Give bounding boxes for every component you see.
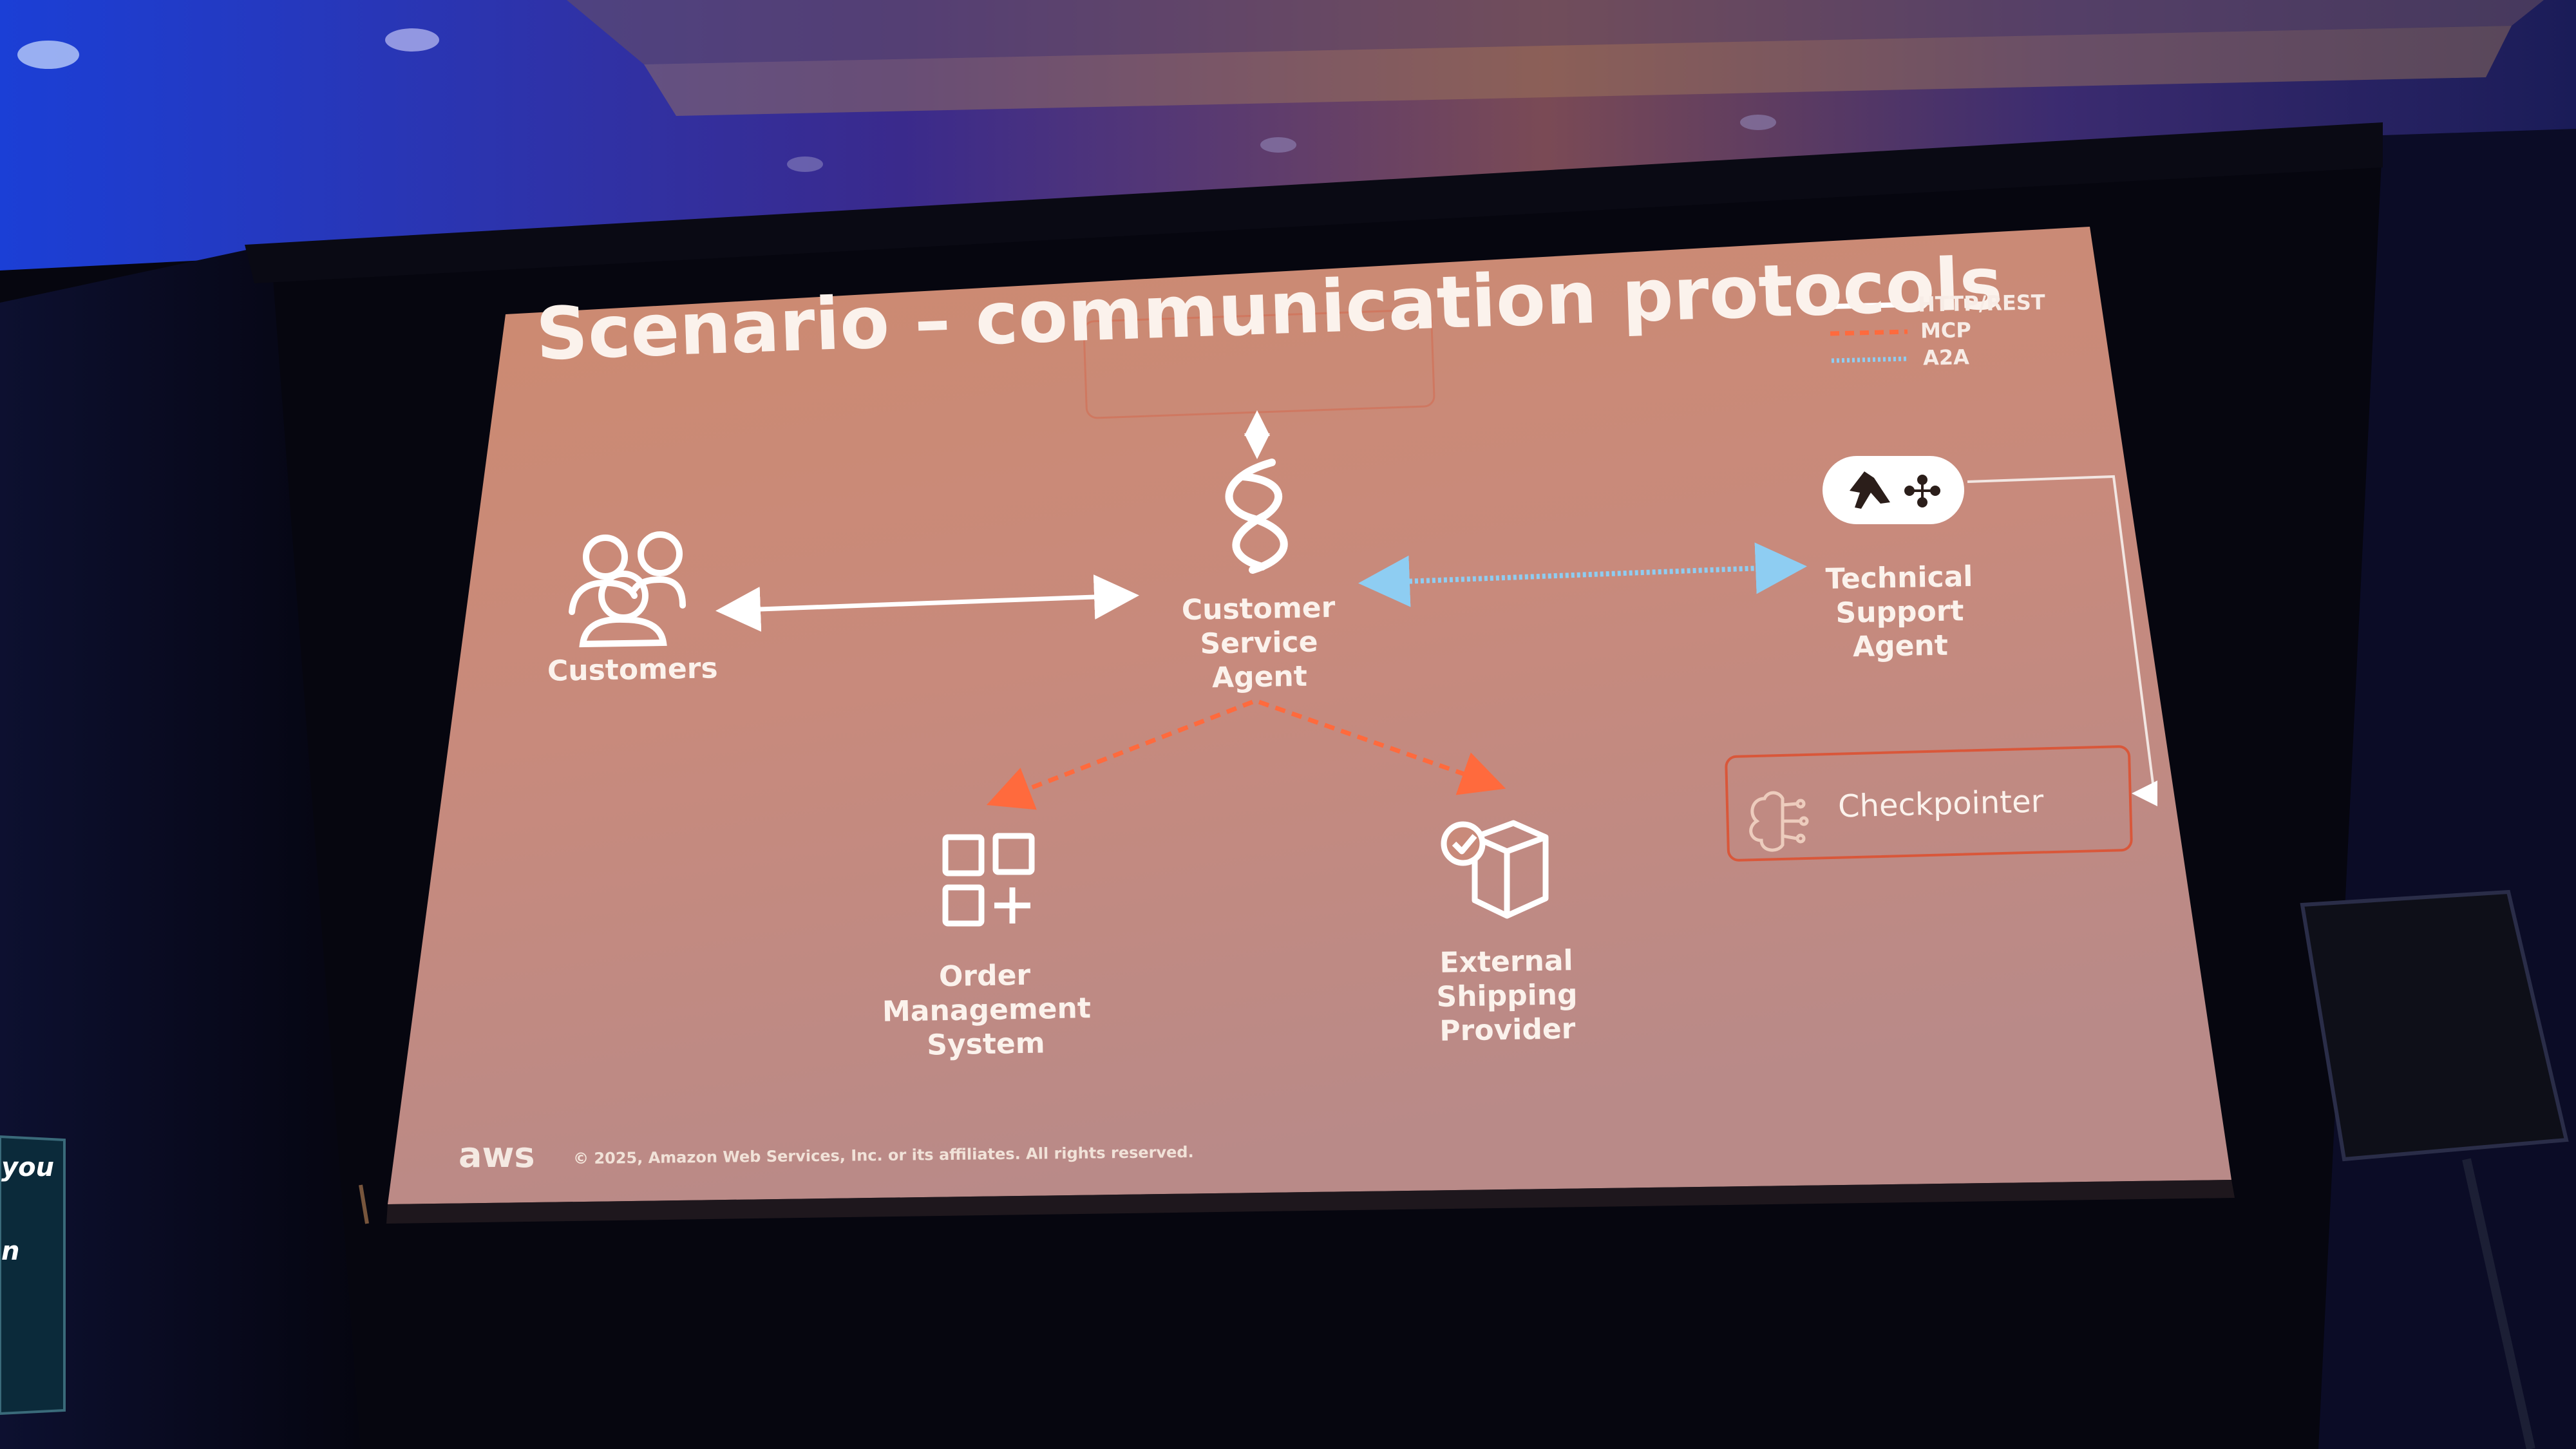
shipping-label-line: Provider [1439, 1012, 1576, 1048]
legend-label-mcp: MCP [1920, 317, 1972, 343]
ceiling-light [1740, 115, 1776, 130]
tsa-label: Technical Support Agent [1815, 560, 1985, 665]
csa-label-line: Customer [1181, 591, 1336, 627]
shipping-label-line: Shipping [1436, 978, 1578, 1014]
connection-tsa-checkpointer [1967, 475, 2157, 806]
tsa-label-line: Agent [1852, 629, 1949, 663]
shipping-label-line: External [1439, 944, 1574, 980]
ceiling-light [787, 156, 823, 172]
connection-csa-oms [986, 699, 1254, 810]
oms-label-line: Management [882, 991, 1092, 1028]
ceiling-light [385, 28, 439, 52]
bird-network-icon [1823, 456, 1964, 524]
speaker [2300, 889, 2569, 1162]
connection-csa-shipping [1258, 699, 1506, 795]
stage-mark [359, 1184, 369, 1224]
shipping-label: External Shipping Provider [1410, 943, 1605, 1049]
checkpointer-node: Checkpointer [1724, 744, 2134, 862]
screen-bottom-edge [386, 1180, 2235, 1224]
tsa-label-line: Support [1835, 594, 1964, 630]
oms-label-line: Order [938, 958, 1031, 994]
screen-frame-top [245, 122, 2383, 283]
ceiling-light [17, 41, 79, 69]
connection-customers-csa [715, 574, 1139, 632]
strands-helix-icon [1225, 459, 1288, 574]
ceiling-light [1260, 137, 1296, 153]
csa-label: Customer Service Agent [1171, 591, 1347, 696]
speaker-stand [2462, 1158, 2535, 1449]
grid-plus-icon [942, 833, 1035, 927]
customers-label: Customers [547, 652, 719, 688]
csa-label-line: Service [1200, 625, 1318, 661]
csa-label-line: Agent [1211, 659, 1308, 694]
ceiling-molding [567, 0, 2544, 64]
users-group-icon [569, 531, 686, 648]
side-screen [0, 1135, 66, 1416]
ceiling-light-strip [644, 26, 2512, 116]
legend-label-http: HTTP/REST [1917, 290, 2046, 317]
curtain-left [0, 245, 361, 1449]
oms-label-line: System [926, 1026, 1045, 1062]
legend-line-http [1828, 302, 1907, 309]
projection-screen [388, 227, 2231, 1204]
legend-line-mcp [1830, 329, 1908, 336]
legend-label-a2a: A2A [1922, 345, 1970, 370]
checkpointer-label: Checkpointer [1837, 783, 2045, 825]
oms-label: Order Management System [882, 958, 1092, 1063]
side-screen-text: you [1, 1153, 55, 1182]
tsa-label-line: Technical [1825, 560, 1973, 596]
aws-logo: aws [459, 1135, 535, 1175]
side-screen-text: n [1, 1236, 20, 1266]
package-check-icon [1441, 820, 1549, 919]
connection-csa-tsa [1358, 542, 1807, 607]
brain-icon [1749, 791, 1809, 852]
